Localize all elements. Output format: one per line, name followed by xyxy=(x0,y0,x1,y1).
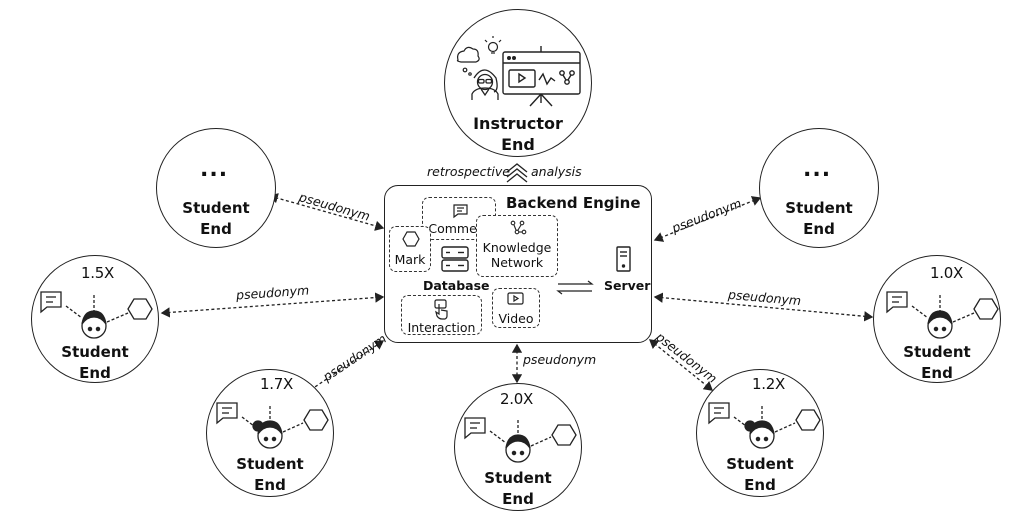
comment-icon xyxy=(40,291,62,314)
student-face-icon xyxy=(81,310,107,339)
retrospective-label: retrospective xyxy=(427,164,510,179)
student-label-line2: End xyxy=(254,476,286,494)
ellipsis-top-left: ... xyxy=(200,157,229,182)
student-label-line1: Student xyxy=(484,469,552,487)
mark-box xyxy=(389,226,431,272)
speed-label-mid-right: 1.0X xyxy=(930,264,963,282)
comment-label: Comment xyxy=(428,221,490,236)
student-label-top-right: Student End xyxy=(759,198,879,240)
connector-low-right xyxy=(648,339,714,391)
knowledge-network-box xyxy=(476,215,558,277)
speed-label-low-right: 1.2X xyxy=(752,375,785,393)
student-label-line1: Student xyxy=(785,199,853,217)
speed-label-mid-left: 1.5X xyxy=(81,264,114,282)
knowledge-label-line2: Network xyxy=(490,255,544,270)
knowledge-label-line1: Knowledge xyxy=(482,240,552,255)
student-face-icon xyxy=(744,420,775,449)
instructor-label-line1: Instructor xyxy=(473,114,563,133)
student-label-mid-right: Student End xyxy=(873,342,1001,384)
student-label-line1: Student xyxy=(726,455,794,473)
connector-mid-left xyxy=(160,292,385,318)
video-box xyxy=(492,288,540,328)
student-label-line1: Student xyxy=(182,199,250,217)
student-glyph-low-left xyxy=(216,402,329,449)
database-label: Database xyxy=(423,278,490,293)
student-label-top-left: Student End xyxy=(156,198,276,240)
student-glyph-mid-right xyxy=(886,291,999,339)
comment-icon xyxy=(886,291,908,314)
student-label-line2: End xyxy=(921,364,953,382)
video-label: Video xyxy=(498,311,534,326)
hexagon-icon xyxy=(551,424,577,446)
connector-low-left xyxy=(304,340,385,394)
student-label-line2: End xyxy=(79,364,111,382)
backend-engine-title: Backend Engine xyxy=(506,194,641,212)
hexagon-icon xyxy=(303,409,329,431)
student-label-bottom: Student End xyxy=(454,468,582,510)
connector-top-right xyxy=(653,196,762,242)
comment-icon xyxy=(464,417,486,440)
comment-icon xyxy=(216,402,238,425)
student-end-top-left xyxy=(156,128,276,248)
cloud-icon xyxy=(456,46,480,76)
ellipsis-top-right: ... xyxy=(803,157,832,182)
student-end-top-right xyxy=(759,128,879,248)
presentation-screen-icon xyxy=(502,46,581,107)
hexagon-icon xyxy=(795,409,821,431)
analysis-label: analysis xyxy=(531,164,582,179)
student-label-line2: End xyxy=(744,476,776,494)
student-label-line1: Student xyxy=(61,343,129,361)
student-face-icon xyxy=(252,420,283,449)
lightbulb-icon xyxy=(484,36,502,54)
student-glyph-low-right xyxy=(708,402,821,449)
student-glyph-mid-left xyxy=(40,291,153,339)
interaction-box xyxy=(401,295,482,335)
hexagon-icon xyxy=(973,298,999,320)
knowledge-network-label: Knowledge Network xyxy=(476,240,558,270)
instructor-label-line2: End xyxy=(501,135,535,154)
student-label-line2: End xyxy=(200,220,232,238)
comment-icon xyxy=(708,402,730,425)
student-face-icon xyxy=(505,434,531,463)
student-label-line1: Student xyxy=(236,455,304,473)
instructor-end-label: Instructor End xyxy=(444,113,592,155)
student-glyph-bottom xyxy=(464,417,577,463)
speed-label-bottom: 2.0X xyxy=(500,390,533,408)
hexagon-icon xyxy=(127,298,153,320)
student-label-low-left: Student End xyxy=(206,454,334,496)
interaction-label: Interaction xyxy=(407,320,476,335)
student-label-mid-left: Student End xyxy=(31,342,159,384)
edge-label-bottom: pseudonym xyxy=(523,352,597,367)
student-label-line1: Student xyxy=(903,343,971,361)
instructor-avatar-icon xyxy=(471,69,499,100)
student-face-icon xyxy=(927,310,953,339)
student-label-line2: End xyxy=(502,490,534,508)
server-label: Server xyxy=(604,278,651,293)
connector-mid-right xyxy=(653,292,874,322)
speed-label-low-left: 1.7X xyxy=(260,375,293,393)
mark-label: Mark xyxy=(394,252,426,267)
student-label-line2: End xyxy=(803,220,835,238)
student-label-low-right: Student End xyxy=(696,454,824,496)
